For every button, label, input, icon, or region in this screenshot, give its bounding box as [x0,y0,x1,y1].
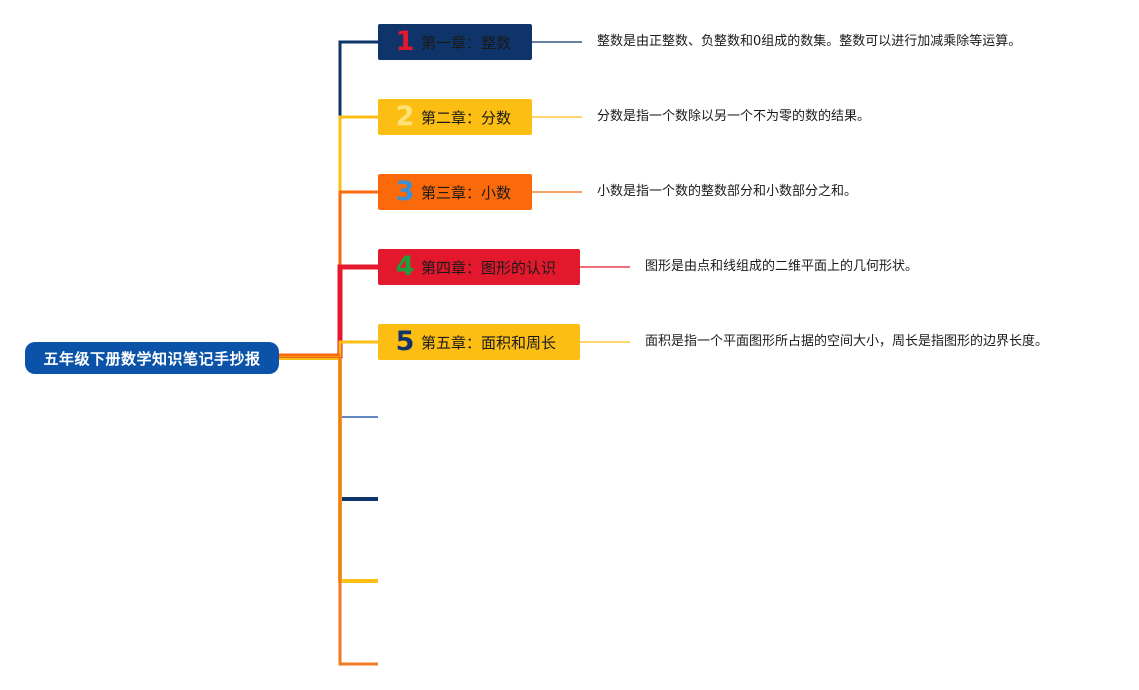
branch-line-3 [279,190,378,358]
chapter-description-1[interactable]: 整数是由正整数、负整数和0组成的数集。整数可以进行加减乘除等运算。 [597,34,1022,49]
chapter-description-4[interactable]: 图形是由点和线组成的二维平面上的几何形状。 [645,259,919,274]
chapter-node-4[interactable]: 4 第四章：图形的认识 [378,249,580,285]
chapter-label: 第三章：小数 [421,183,512,202]
chapter-node-5[interactable]: 5 第五章：面积和周长 [378,324,580,360]
branch-line-2 [279,115,378,358]
chapter-description-3[interactable]: 小数是指一个数的整数部分和小数部分之和。 [597,184,858,199]
chapter-node-1[interactable]: 1 第一章：整数 [378,24,532,60]
chapter-label: 第四章：图形的认识 [421,258,557,277]
chapter-node-3[interactable]: 3 第三章：小数 [378,174,532,210]
empty-branch-3 [338,358,378,583]
chapter-node-2[interactable]: 2 第二章：分数 [378,99,532,135]
chapter-number-icon: 1 [395,26,415,57]
chapter-description-5[interactable]: 面积是指一个平面图形所占据的空间大小，周长是指图形的边界长度。 [645,334,1049,349]
chapter-number-icon: 2 [395,101,415,132]
chapter-description-2[interactable]: 分数是指一个数除以另一个不为零的数的结果。 [597,109,871,124]
root-title: 五年级下册数学知识笔记手抄报 [43,349,261,368]
chapter-number-icon: 4 [395,251,415,282]
chapter-label: 第二章：分数 [421,108,512,127]
root-node[interactable]: 五年级下册数学知识笔记手抄报 [25,342,279,374]
chapter-number-icon: 5 [395,326,415,357]
empty-branch-2 [338,358,378,501]
empty-branch-4 [338,358,378,666]
chapter-label: 第五章：面积和周长 [421,333,557,352]
branch-line-1 [279,40,378,358]
chapter-number-icon: 3 [395,176,415,207]
empty-branch-1 [339,358,378,418]
chapter-label: 第一章：整数 [421,33,512,52]
